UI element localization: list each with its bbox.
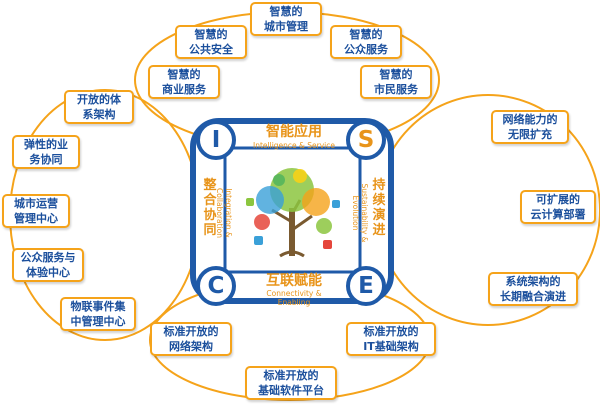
corner-e-circle: E — [346, 266, 386, 306]
box-open-software-platform: 标准开放的 基础软件平台 — [245, 366, 337, 400]
box-long-term-evolution: 系统架构的 长期融合演进 — [488, 272, 578, 306]
box-elastic-collaboration: 弹性的业 务协同 — [12, 135, 80, 169]
corner-e-letter: E — [358, 272, 374, 299]
box-open-network: 标准开放的 网络架构 — [150, 322, 232, 356]
corner-c-circle: C — [196, 266, 236, 306]
box-smart-citizen-service: 智慧的 市民服务 — [360, 65, 432, 99]
top-title: 智能应用 — [266, 124, 322, 140]
left-subtitle: Integration & Collaboration — [215, 188, 233, 238]
bottom-title: 互联赋能 — [266, 273, 322, 289]
bottom-subtitle: Connectivity & Enabling — [266, 289, 322, 307]
box-iot-event-center: 物联事件集 中管理中心 — [60, 297, 136, 331]
corner-c-letter: C — [207, 272, 225, 299]
box-open-architecture: 开放的体 系架构 — [64, 90, 134, 124]
top-subtitle: Intelligence & Service — [253, 141, 335, 150]
box-network-expansion: 网络能力的 无限扩充 — [491, 110, 569, 144]
box-open-it-infra: 标准开放的 IT基础架构 — [346, 322, 436, 356]
box-cloud-deployment: 可扩展的 云计算部署 — [520, 190, 596, 224]
corner-i-circle: I — [196, 120, 236, 160]
box-smart-public-service: 智慧的 公众服务 — [330, 25, 402, 59]
right-title: 持 续 演 进 — [372, 178, 386, 238]
right-subtitle: Sustainability & Evolution — [351, 183, 369, 243]
box-smart-public-safety: 智慧的 公共安全 — [175, 25, 247, 59]
box-smart-city-management: 智慧的 城市管理 — [250, 2, 322, 36]
box-public-service-center: 公众服务与 体验中心 — [12, 248, 84, 282]
box-smart-business-service: 智慧的 商业服务 — [148, 65, 220, 99]
left-title: 整 合 协 同 — [203, 178, 217, 238]
tree-of-icons — [246, 168, 340, 258]
corner-s-letter: S — [357, 126, 375, 153]
corner-i-letter: I — [211, 126, 221, 153]
corner-s-circle: S — [346, 120, 386, 160]
box-city-ops-center: 城市运营 管理中心 — [2, 194, 70, 228]
